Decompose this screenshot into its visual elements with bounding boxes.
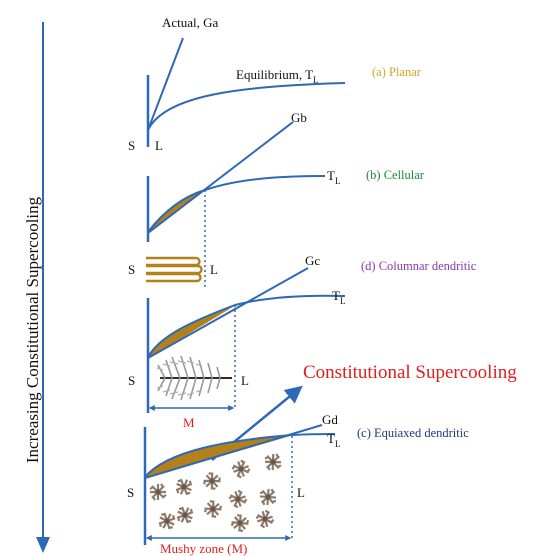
solid-label-d: S <box>128 373 135 388</box>
gradient-label-d: Gc <box>305 253 320 268</box>
tl-label-c: TL <box>327 431 340 449</box>
panel-planar: Actual, Ga Equilibrium, TL S L (a) Plana… <box>128 15 422 153</box>
equiaxed-grain <box>176 506 194 524</box>
tl-label-d: TL <box>332 288 345 306</box>
equilibrium-curve-b <box>147 175 326 233</box>
equiaxed-grain <box>259 488 277 506</box>
side-arrow-head <box>36 537 50 553</box>
gradient-label-c: Gd <box>322 412 338 427</box>
gradient-label-b: Gb <box>291 110 307 125</box>
constitutional-label: Constitutional Supercooling <box>303 362 517 383</box>
mushy-zone-label: Mushy zone (M) <box>160 541 247 556</box>
actual-gradient-a <box>147 37 184 131</box>
equiaxed-grain <box>228 489 248 509</box>
panel-equiaxed: Gd TL (c) Equiaxed dendritic S L Mushy z… <box>127 412 469 556</box>
columnar-dendrite <box>156 355 232 401</box>
actual-gradient-c <box>144 424 323 479</box>
actual-gradient-d <box>147 267 309 359</box>
solid-label-c: S <box>127 485 134 500</box>
equilibrium-curve-c <box>144 433 336 478</box>
equiaxed-grain <box>203 472 221 490</box>
panel-columnar: Gc TL (d) Columnar dendritic S L M <box>128 253 477 430</box>
liquid-label-c: L <box>297 485 305 500</box>
side-label: Increasing Constitutional Supercooling <box>23 196 42 463</box>
cellular-label: (b) Cellular <box>366 168 425 182</box>
liquid-label-a: L <box>155 138 163 153</box>
actual-gradient-b <box>147 121 294 234</box>
columnar-label: (d) Columnar dendritic <box>361 259 477 273</box>
planar-label: (a) Planar <box>372 65 422 79</box>
liquid-label-b: L <box>210 262 218 277</box>
m-label: M <box>183 415 195 430</box>
equiaxed-grain <box>231 459 251 479</box>
solid-label-a: S <box>128 138 135 153</box>
cellular-structure <box>146 256 203 283</box>
equilibrium-label: Equilibrium, TL <box>236 67 319 85</box>
equiaxed-grain <box>149 483 167 501</box>
panel-cellular: Gb TL (b) Cellular S L <box>128 110 425 290</box>
equiaxed-label: (c) Equiaxed dendritic <box>357 426 469 440</box>
solid-label-b: S <box>128 262 135 277</box>
actual-label: Actual, Ga <box>162 15 219 30</box>
equilibrium-curve-d <box>147 294 346 358</box>
equiaxed-grain <box>203 499 223 519</box>
equiaxed-grain <box>230 513 250 533</box>
equilibrium-curve-a <box>147 82 346 131</box>
equiaxed-grain <box>264 453 282 471</box>
tl-label-b: TL <box>327 168 340 186</box>
equiaxed-grains <box>149 453 282 533</box>
equiaxed-grain <box>158 512 176 530</box>
equiaxed-grain <box>255 509 275 529</box>
equiaxed-grain <box>175 478 193 496</box>
liquid-label-d: L <box>241 373 249 388</box>
